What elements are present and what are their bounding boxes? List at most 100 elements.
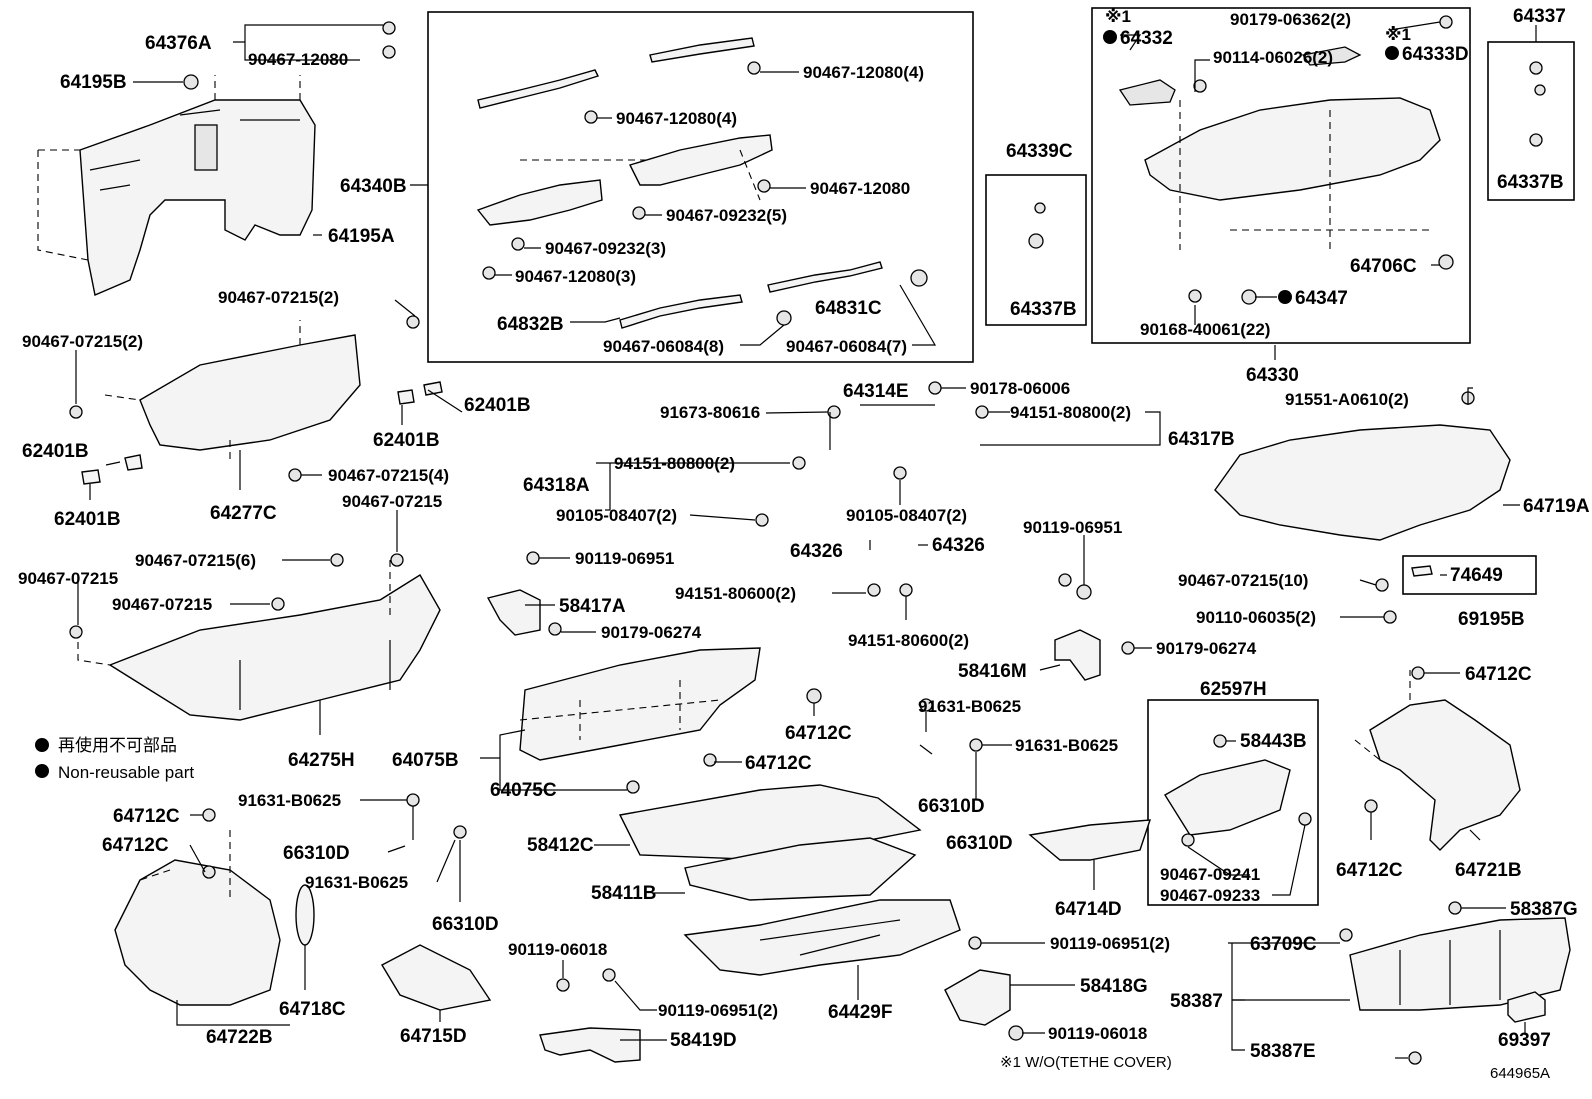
label-58419D: 58419D <box>670 1030 737 1051</box>
label-91673-80616: 91673-80616 <box>660 403 760 422</box>
label-90467-06084-8: 90467-06084(8) <box>603 337 724 356</box>
label-64722B: 64722B <box>206 1027 273 1048</box>
panel-62597H-shape <box>1164 759 1291 836</box>
label-64337B-b: 64337B <box>1497 172 1564 193</box>
label-94151-80800-2a: 94151-80800(2) <box>1010 403 1131 422</box>
label-64714D: 64714D <box>1055 899 1122 920</box>
label-mark1-a: ※1 <box>1105 7 1131 26</box>
group-box-64337 <box>1487 41 1575 201</box>
label-64332: 64332 <box>1120 28 1173 49</box>
panel-64075B-shape <box>519 647 761 761</box>
label-64429F: 64429F <box>828 1002 892 1023</box>
label-90467-09232-3: 90467-09232(3) <box>545 239 666 258</box>
label-66310D-a: 66310D <box>918 796 985 817</box>
diagram-code: 644965A <box>1490 1065 1550 1082</box>
label-64333D: 64333D <box>1402 44 1469 65</box>
label-94151-80600-2a: 94151-80600(2) <box>675 584 796 603</box>
trim-64721B-shape <box>1354 670 1521 851</box>
part-69397-shape <box>1507 991 1546 1023</box>
label-90467-12080-a: 90467-12080 <box>248 50 348 69</box>
label-58443B: 58443B <box>1240 731 1307 752</box>
label-90467-07215-6: 90467-07215(6) <box>135 551 256 570</box>
legend: 再使用不可部品 Non-reusable part ※1 W/O(TETHE C… <box>35 735 1550 1082</box>
label-64337B-a: 64337B <box>1010 299 1077 320</box>
group-box-64339C <box>985 174 1087 326</box>
label-64317B: 64317B <box>1168 429 1235 450</box>
label-69397: 69397 <box>1498 1030 1551 1051</box>
label-64195B: 64195B <box>60 72 127 93</box>
label-64712C-b: 64712C <box>785 723 852 744</box>
label-64347: 64347 <box>1295 288 1348 309</box>
label-90467-12080-4a: 90467-12080(4) <box>803 63 924 82</box>
rails-64340B-shape <box>476 37 883 329</box>
label-90179-06274-a: 90179-06274 <box>601 623 702 642</box>
label-94151-80600-2b: 94151-80600(2) <box>848 631 969 650</box>
label-90179-06362-2: 90179-06362(2) <box>1230 10 1351 29</box>
label-64712C-e: 64712C <box>102 835 169 856</box>
panel-64195A-shape <box>37 75 316 296</box>
label-64712C-f: 64712C <box>1336 860 1403 881</box>
label-64330: 64330 <box>1246 365 1299 386</box>
non-reusable-dot-64347 <box>1278 290 1292 304</box>
label-90114-06026-2: 90114-06026(2) <box>1213 48 1333 67</box>
label-90467-09232-5: 90467-09232(5) <box>666 206 787 225</box>
label-90467-07215-b: 90467-07215 <box>18 569 118 588</box>
leader-lines <box>75 21 1537 1059</box>
label-90467-07215-a: 90467-07215 <box>342 492 442 511</box>
label-64277C: 64277C <box>210 503 277 524</box>
label-64832B: 64832B <box>497 314 564 335</box>
label-64339C: 64339C <box>1006 141 1073 162</box>
tray-64429F-shape <box>683 899 961 976</box>
label-66310D-c: 66310D <box>946 833 1013 854</box>
group-box-64330 <box>1091 7 1471 344</box>
label-58387: 58387 <box>1170 991 1223 1012</box>
label-64314E: 64314E <box>843 381 909 402</box>
label-90179-06274-b: 90179-06274 <box>1156 639 1257 658</box>
label-64712C-d: 64712C <box>113 806 180 827</box>
label-90105-08407-2b: 90105-08407(2) <box>846 506 967 525</box>
label-58411B: 58411B <box>591 883 657 904</box>
label-58387G: 58387G <box>1510 899 1578 920</box>
label-91631-B0625-d: 91631-B0625 <box>305 873 408 892</box>
label-90467-12080-b: 90467-12080 <box>810 179 910 198</box>
label-90119-06951-b: 90119-06951 <box>1023 518 1122 537</box>
legend-japanese: 再使用不可部品 <box>58 735 177 755</box>
label-64326-b: 64326 <box>932 535 985 556</box>
label-64715D: 64715D <box>400 1026 467 1047</box>
label-64831C: 64831C <box>815 298 882 319</box>
label-62401B-c: 62401B <box>22 441 89 462</box>
group-box-62597H <box>1147 699 1319 906</box>
label-69195B: 69195B <box>1458 609 1525 630</box>
label-mark1-b: ※1 <box>1385 25 1411 44</box>
cover-64719A-shape <box>1214 424 1511 541</box>
label-91631-B0625-b: 91631-B0625 <box>1015 736 1118 755</box>
label-58417A: 58417A <box>559 596 626 617</box>
tray-64277C-shape <box>104 320 361 460</box>
trim-64275H-shape <box>77 560 441 721</box>
legend-dot-jp <box>35 738 49 752</box>
legend-dot-en <box>35 764 49 778</box>
label-90178-06006: 90178-06006 <box>970 379 1070 398</box>
label-74649: 74649 <box>1450 565 1503 586</box>
trim-64722B-shape <box>114 830 281 1006</box>
cover-64330-shape <box>1118 46 1441 250</box>
label-66310D-b: 66310D <box>283 843 350 864</box>
fasteners <box>69 15 1546 1065</box>
label-64326-a: 64326 <box>790 541 843 562</box>
label-64195A: 64195A <box>328 226 395 247</box>
label-64275H: 64275H <box>288 750 355 771</box>
label-64075B: 64075B <box>392 750 459 771</box>
label-90467-07215-10: 90467-07215(10) <box>1178 571 1308 590</box>
label-90119-06951-2a: 90119-06951(2) <box>658 1001 778 1020</box>
label-90119-06951-a: 90119-06951 <box>575 549 674 568</box>
label-90467-12080-4b: 90467-12080(4) <box>616 109 737 128</box>
label-90467-07215-c: 90467-07215 <box>112 595 212 614</box>
panel-64714D-shape <box>1028 819 1151 861</box>
label-64718C: 64718C <box>279 999 346 1020</box>
label-64337: 64337 <box>1513 6 1566 27</box>
pad-62401B-c-shape <box>124 454 143 471</box>
legend-english: Non-reusable part <box>58 763 194 782</box>
non-reusable-dot-64332 <box>1103 30 1117 44</box>
label-90467-09241: 90467-09241 <box>1160 865 1260 884</box>
label-90467-09233: 90467-09233 <box>1160 886 1260 905</box>
